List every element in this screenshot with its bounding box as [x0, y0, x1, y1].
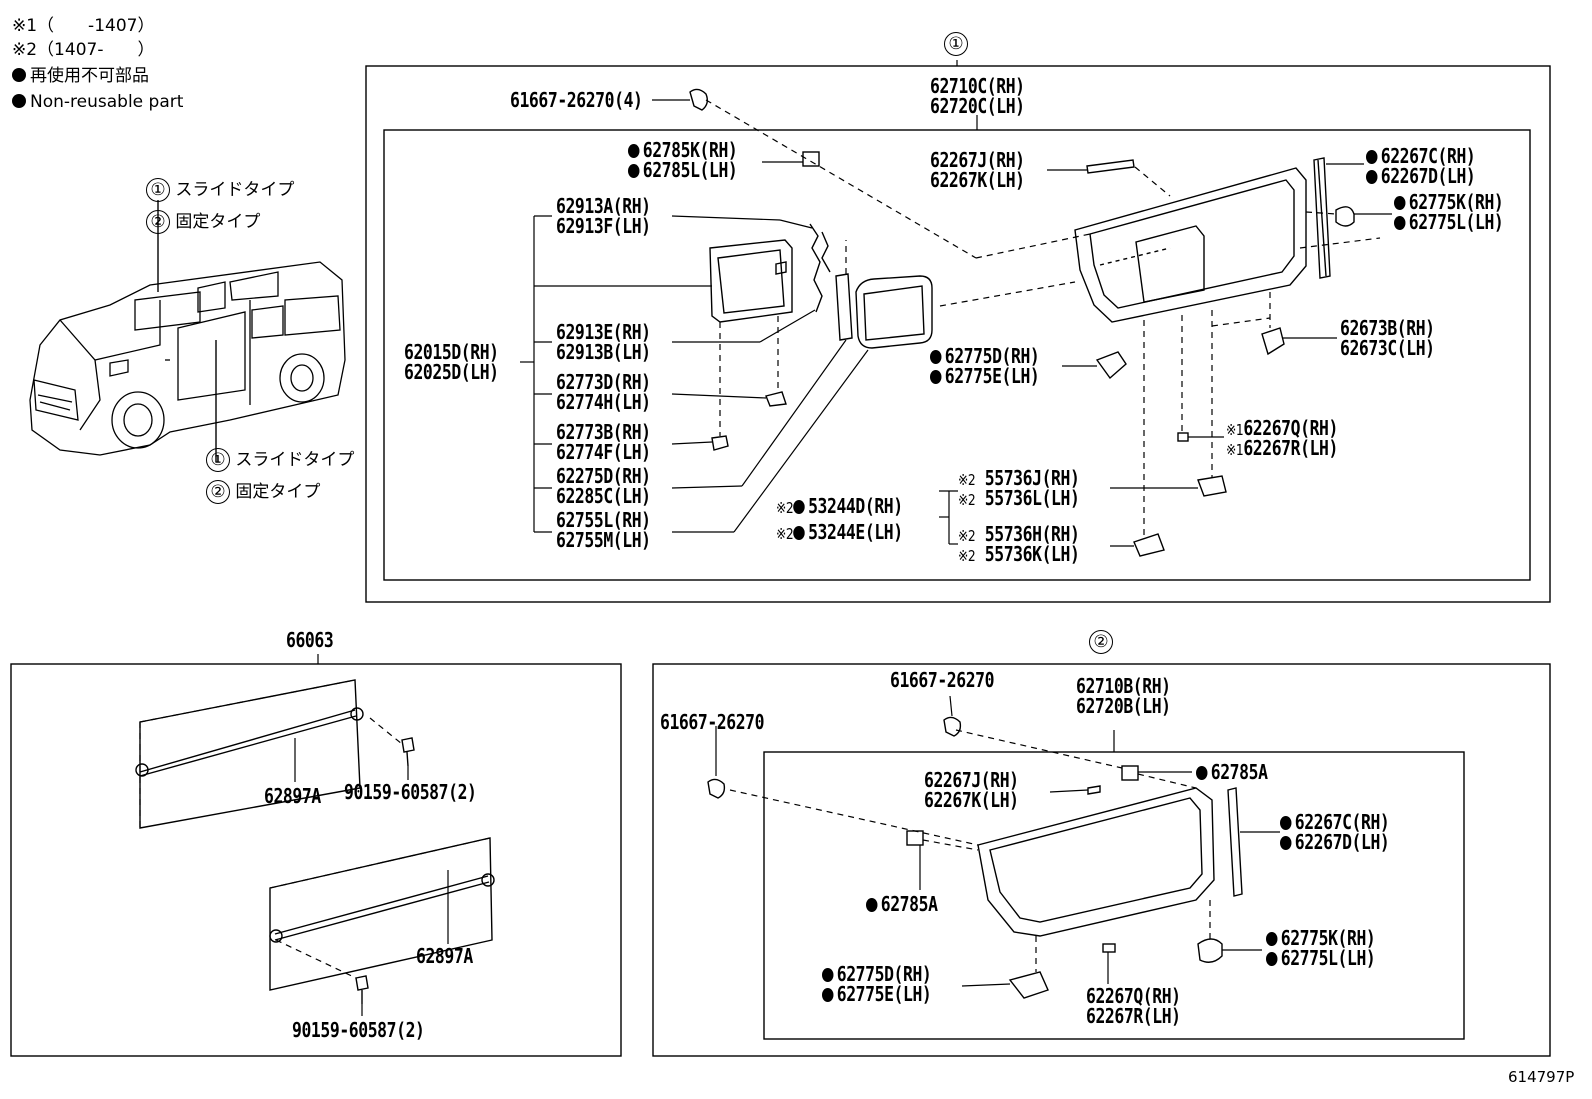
part-62775e-s2[interactable]: 62775E(LH) — [822, 984, 932, 1004]
part-62267k-s2[interactable]: 62267K(LH) — [924, 788, 1019, 812]
diagram-code: 614797P — [1508, 1068, 1575, 1086]
part-62913b[interactable]: 62913B(LH) — [556, 340, 651, 364]
section2-outer-frame — [652, 663, 1551, 1057]
part-62710c[interactable]: 62710C(RH) — [930, 74, 1025, 98]
part-62774f[interactable]: 62774F(LH) — [556, 440, 651, 464]
legend-nonreusable-en: Non-reusable part — [12, 94, 183, 111]
part-62267r[interactable]: ※162267R(LH) — [1226, 436, 1338, 460]
part-62267c[interactable]: 62267C(RH) — [1366, 146, 1476, 166]
nonreusable-dot-icon — [793, 500, 805, 514]
legend-note-2: ※2（1407- ） — [12, 40, 155, 60]
part-62775l-s2[interactable]: 62775L(LH) — [1266, 948, 1376, 968]
van-illustration — [29, 261, 346, 456]
part-55736j[interactable]: ※2 55736J(RH) — [958, 466, 1080, 490]
part-62785a-top[interactable]: 62785A — [1196, 762, 1268, 782]
part-62267q-s2[interactable]: 62267Q(RH) — [1086, 984, 1181, 1008]
van-callout-fixed-top: ② 固定タイプ — [146, 210, 260, 234]
part-62755l[interactable]: 62755L(RH) — [556, 508, 651, 532]
part-62773d[interactable]: 62773D(RH) — [556, 370, 651, 394]
part-61667-26270-top[interactable]: 61667-26270 — [890, 668, 995, 692]
part-62773b[interactable]: 62773B(RH) — [556, 420, 651, 444]
part-62897a-bottom[interactable]: 62897A — [416, 944, 473, 968]
nonreusable-dot-icon — [930, 350, 942, 364]
nonreusable-dot-icon — [1394, 196, 1406, 210]
part-62015d[interactable]: 62015D(RH) — [404, 340, 499, 364]
part-55736k[interactable]: ※2 55736K(LH) — [958, 542, 1080, 566]
part-62673b[interactable]: 62673B(RH) — [1340, 316, 1435, 340]
part-62775d[interactable]: 62775D(RH) — [930, 346, 1040, 366]
nonreusable-dot-icon — [12, 68, 26, 82]
part-61667-26270-4[interactable]: 61667-26270(4) — [510, 88, 643, 112]
part-62720b[interactable]: 62720B(LH) — [1076, 694, 1171, 718]
nonreusable-dot-icon — [1366, 170, 1378, 184]
part-66063[interactable]: 66063 — [286, 628, 334, 652]
part-90159-60587-bottom[interactable]: 90159-60587(2) — [292, 1018, 425, 1042]
section2-number: ② — [1089, 630, 1113, 654]
callout-number-2-icon: ② — [206, 480, 230, 504]
callout-number-1-icon: ① — [206, 448, 230, 472]
part-62267j[interactable]: 62267J(RH) — [930, 148, 1025, 172]
nonreusable-dot-icon — [628, 144, 640, 158]
part-62775k-s2[interactable]: 62775K(RH) — [1266, 928, 1376, 948]
part-62267q[interactable]: ※162267Q(RH) — [1226, 416, 1338, 440]
part-62673c[interactable]: 62673C(LH) — [1340, 336, 1435, 360]
nonreusable-dot-icon — [1266, 952, 1278, 966]
part-62775k[interactable]: 62775K(RH) — [1394, 192, 1504, 212]
nonreusable-dot-icon — [1280, 816, 1292, 830]
part-55736h[interactable]: ※2 55736H(RH) — [958, 522, 1080, 546]
part-62710b[interactable]: 62710B(RH) — [1076, 674, 1171, 698]
nonreusable-dot-icon — [822, 988, 834, 1002]
part-62275d[interactable]: 62275D(RH) — [556, 464, 651, 488]
van-callout-slide-bottom: ① スライドタイプ — [206, 448, 354, 472]
nonreusable-dot-icon — [1280, 836, 1292, 850]
part-62267j-s2[interactable]: 62267J(RH) — [924, 768, 1019, 792]
section1-inner-frame — [383, 129, 1531, 581]
nonreusable-dot-icon — [12, 94, 26, 108]
part-62913a[interactable]: 62913A(RH) — [556, 194, 651, 218]
part-62267c-s2[interactable]: 62267C(RH) — [1280, 812, 1390, 832]
part-62775l[interactable]: 62775L(LH) — [1394, 212, 1504, 232]
part-62755m[interactable]: 62755M(LH) — [556, 528, 651, 552]
part-90159-60587-top[interactable]: 90159-60587(2) — [344, 780, 477, 804]
part-62785a-mid[interactable]: 62785A — [866, 894, 938, 914]
nonreusable-dot-icon — [1366, 150, 1378, 164]
nonreusable-dot-icon — [866, 898, 878, 912]
part-61667-26270-left[interactable]: 61667-26270 — [660, 710, 765, 734]
part-62775d-s2[interactable]: 62775D(RH) — [822, 964, 932, 984]
section1-number: ① — [944, 32, 968, 56]
left-section-frame — [10, 663, 622, 1057]
legend-note-1: ※1（ -1407） — [12, 16, 155, 36]
part-62785k[interactable]: 62785K(RH) — [628, 140, 738, 160]
nonreusable-dot-icon — [822, 968, 834, 982]
part-62774h[interactable]: 62774H(LH) — [556, 390, 651, 414]
part-62267d[interactable]: 62267D(LH) — [1366, 166, 1476, 186]
part-62913f[interactable]: 62913F(LH) — [556, 214, 651, 238]
section1-outer-frame — [365, 65, 1551, 603]
part-62897a-top[interactable]: 62897A — [264, 784, 321, 808]
van-callout-slide-top: ① スライドタイプ — [146, 178, 294, 202]
nonreusable-dot-icon — [1196, 766, 1208, 780]
callout-number-1-icon: ① — [146, 178, 170, 202]
legend-nonreusable-jp: 再使用不可部品 — [12, 68, 149, 85]
part-62267d-s2[interactable]: 62267D(LH) — [1280, 832, 1390, 852]
nonreusable-dot-icon — [793, 526, 805, 540]
part-62775e[interactable]: 62775E(LH) — [930, 366, 1040, 386]
part-62913e[interactable]: 62913E(RH) — [556, 320, 651, 344]
nonreusable-dot-icon — [628, 164, 640, 178]
part-62025d[interactable]: 62025D(LH) — [404, 360, 499, 384]
part-62720c[interactable]: 62720C(LH) — [930, 94, 1025, 118]
nonreusable-dot-icon — [1266, 932, 1278, 946]
nonreusable-dot-icon — [930, 370, 942, 384]
part-55736l[interactable]: ※2 55736L(LH) — [958, 486, 1080, 510]
part-62267k[interactable]: 62267K(LH) — [930, 168, 1025, 192]
nonreusable-dot-icon — [1394, 216, 1406, 230]
part-62285c[interactable]: 62285C(LH) — [556, 484, 651, 508]
callout-number-2-icon: ② — [146, 210, 170, 234]
part-62267r-s2[interactable]: 62267R(LH) — [1086, 1004, 1181, 1028]
part-62785l[interactable]: 62785L(LH) — [628, 160, 738, 180]
van-callout-fixed-bottom: ② 固定タイプ — [206, 480, 320, 504]
